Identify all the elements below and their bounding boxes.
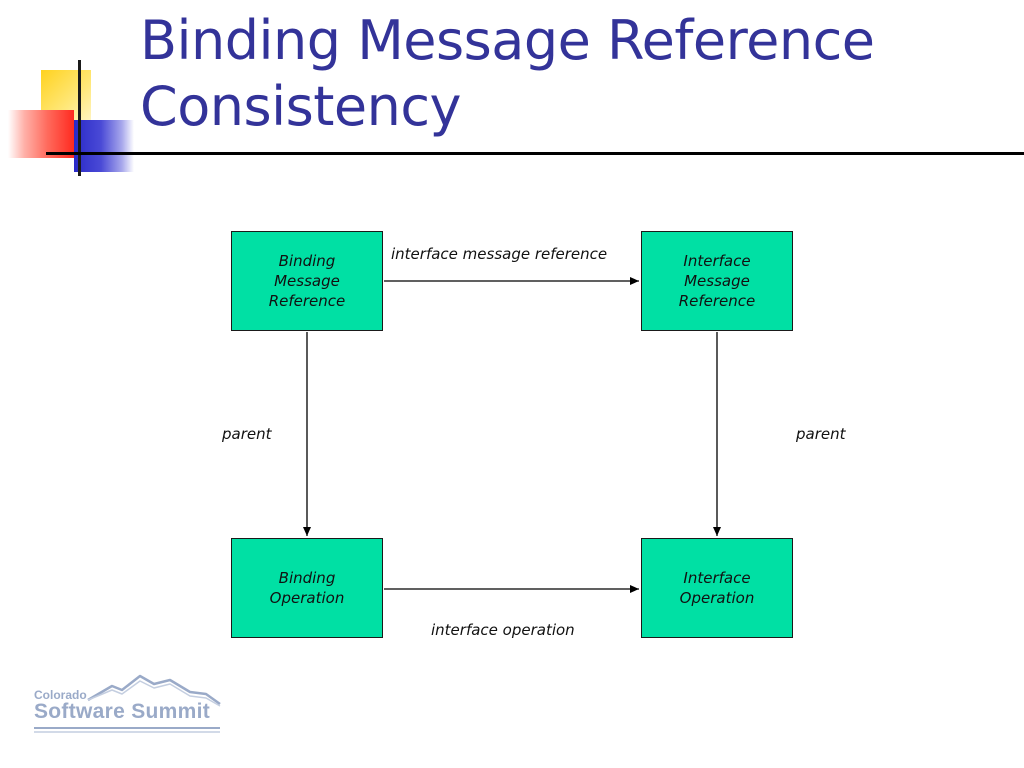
logo-line-1: Colorado [34,688,87,702]
edge-label-interface-operation: interface operation [431,621,575,639]
title-underline [46,152,1024,155]
edge-label-parent-left: parent [222,425,272,443]
edge-label-parent-right: parent [796,425,846,443]
decor-blue-square [74,120,134,172]
logo-line-2: Software Summit [34,700,211,723]
decor-red-square [8,110,74,158]
edge-label-interface-message-reference: interface message reference [391,245,608,263]
slide-title: Binding Message Reference Consistency [140,9,875,138]
node-interface-message-reference: Interface Message Reference [641,231,793,331]
mountain-logo-icon [34,674,221,733]
node-interface-operation: Interface Operation [641,538,793,638]
node-binding-operation: Binding Operation [231,538,383,638]
node-binding-message-reference: Binding Message Reference [231,231,383,331]
decor-vertical-line [78,60,81,176]
colorado-software-summit-logo: Colorado Software Summit [30,672,230,736]
